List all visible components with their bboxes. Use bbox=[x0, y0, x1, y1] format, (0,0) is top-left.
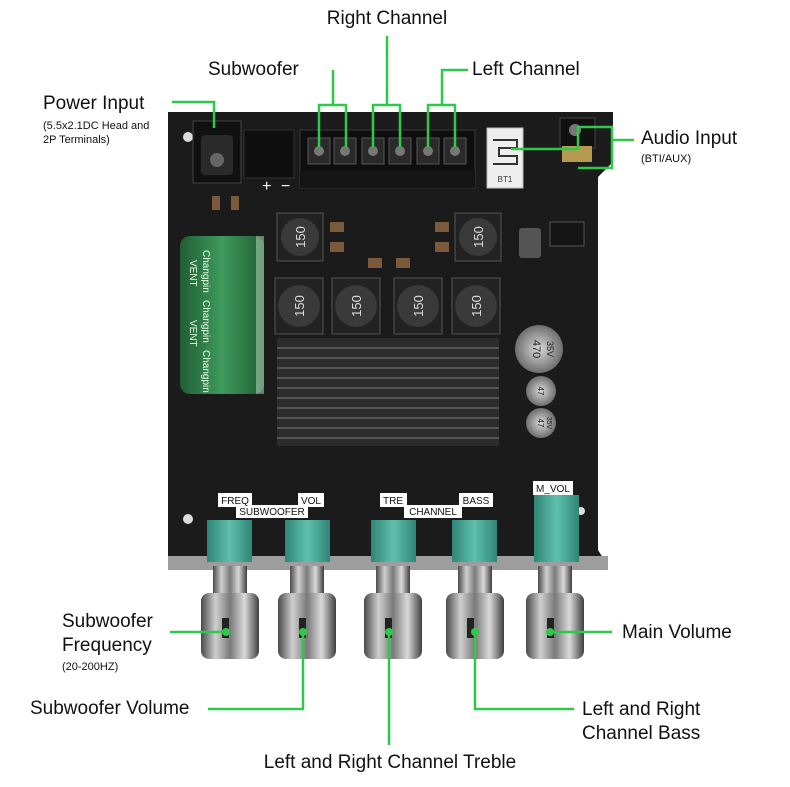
knob-sub-volume bbox=[278, 566, 336, 659]
knob-treble bbox=[364, 566, 422, 659]
bluetooth-module bbox=[486, 127, 524, 189]
front-panel-plate bbox=[168, 556, 608, 570]
label-power-input: Power Input bbox=[43, 93, 145, 114]
plus-marking: + bbox=[262, 178, 271, 195]
knob-main-volume bbox=[526, 566, 584, 659]
inductor-label: 150 bbox=[469, 295, 484, 317]
ic-chip bbox=[519, 221, 585, 258]
channel-marking: CHANNEL bbox=[409, 507, 457, 518]
m-vol-marking: M_VOL bbox=[536, 484, 570, 495]
cap-value: 47 bbox=[536, 419, 545, 428]
inductor-label: 150 bbox=[471, 226, 486, 248]
inductor-label: 150 bbox=[349, 295, 364, 317]
knob-bass bbox=[446, 566, 504, 659]
callout-subwoofer-bracket bbox=[317, 103, 348, 147]
cap-volt: 35V bbox=[545, 341, 555, 357]
cap-brand-label: Changpin bbox=[200, 300, 211, 343]
cap-vent-label: VENT bbox=[187, 260, 198, 287]
label-subwoofer: Subwoofer bbox=[208, 59, 299, 80]
label-sub-volume: Subwoofer Volume bbox=[30, 698, 190, 719]
label-bass: Left and Right Channel Bass bbox=[582, 699, 701, 744]
callout-right-channel-bracket bbox=[371, 103, 402, 147]
bass-marking: BASS bbox=[463, 496, 490, 507]
callout-bass bbox=[473, 632, 574, 711]
cap-value: 47 bbox=[536, 387, 545, 396]
cap-brand-label: Changpin bbox=[200, 350, 211, 393]
callout-left-channel bbox=[440, 68, 468, 105]
callout-power-input bbox=[172, 100, 216, 128]
heatsink bbox=[277, 338, 499, 446]
inductor-label: 150 bbox=[411, 295, 426, 317]
subwoofer-marking: SUBWOOFER bbox=[239, 507, 305, 518]
pot-bass bbox=[452, 520, 497, 562]
inductors bbox=[274, 212, 502, 335]
smd-components bbox=[212, 196, 449, 268]
vol-marking: VOL bbox=[301, 496, 321, 507]
label-sub-frequency-range: (20-200HZ) bbox=[62, 661, 119, 673]
pot-main-vol bbox=[534, 495, 579, 562]
label-audio-input: Audio Input bbox=[641, 128, 738, 149]
electrolytic-capacitors bbox=[515, 325, 563, 438]
pot-sub-vol bbox=[285, 520, 330, 562]
electrolytic-markings: 470 35V 47 47 35V bbox=[530, 340, 555, 430]
bt1-marking: BT1 bbox=[498, 175, 513, 184]
minus-marking: − bbox=[281, 178, 290, 195]
label-audio-input-detail: (BTI/AUX) bbox=[641, 153, 692, 165]
silkscreen-boxes bbox=[218, 481, 573, 518]
label-main-volume: Main Volume bbox=[622, 622, 732, 643]
inductor-label: 150 bbox=[292, 295, 307, 317]
bulk-capacitor bbox=[180, 236, 264, 394]
tre-marking: TRE bbox=[383, 496, 403, 507]
knob-sub-frequency bbox=[201, 566, 259, 659]
cap-brand-label: Changpin bbox=[200, 250, 211, 293]
cap-value: 470 bbox=[530, 340, 542, 358]
silkscreen-text: FREQ VOL SUBWOOFER TRE BASS CHANNEL M_VO… bbox=[221, 484, 570, 518]
label-left-channel: Left Channel bbox=[472, 59, 580, 80]
label-power-input-detail: (5.5x2.1DC Head and 2P Terminals) bbox=[43, 120, 150, 146]
pot-treble bbox=[371, 520, 416, 562]
label-treble: Left and Right Channel Treble bbox=[263, 752, 517, 773]
callout-dots bbox=[222, 628, 554, 636]
cap-vent-label: VENT bbox=[187, 320, 198, 347]
knobs bbox=[201, 566, 584, 659]
label-right-channel: Right Channel bbox=[326, 8, 448, 29]
label-sub-frequency: Subwoofer Frequency bbox=[62, 611, 153, 656]
capacitor-markings: Changpin Changpin Changpin VENT VENT bbox=[187, 250, 211, 393]
potentiometers bbox=[207, 495, 579, 562]
callout-left-channel-bracket bbox=[426, 103, 457, 147]
speaker-terminal-block bbox=[299, 129, 476, 189]
freq-marking: FREQ bbox=[221, 496, 249, 507]
dc-power-jack bbox=[192, 120, 295, 184]
cap-volt: 35V bbox=[545, 417, 552, 430]
inductor-label: 150 bbox=[293, 226, 308, 248]
callout-lines bbox=[170, 36, 634, 745]
callout-audio-input-bracket bbox=[511, 125, 614, 170]
inductor-markings: 150 150 150 150 150 150 bbox=[292, 226, 486, 317]
pot-freq bbox=[207, 520, 252, 562]
callout-sub-volume bbox=[208, 632, 305, 711]
